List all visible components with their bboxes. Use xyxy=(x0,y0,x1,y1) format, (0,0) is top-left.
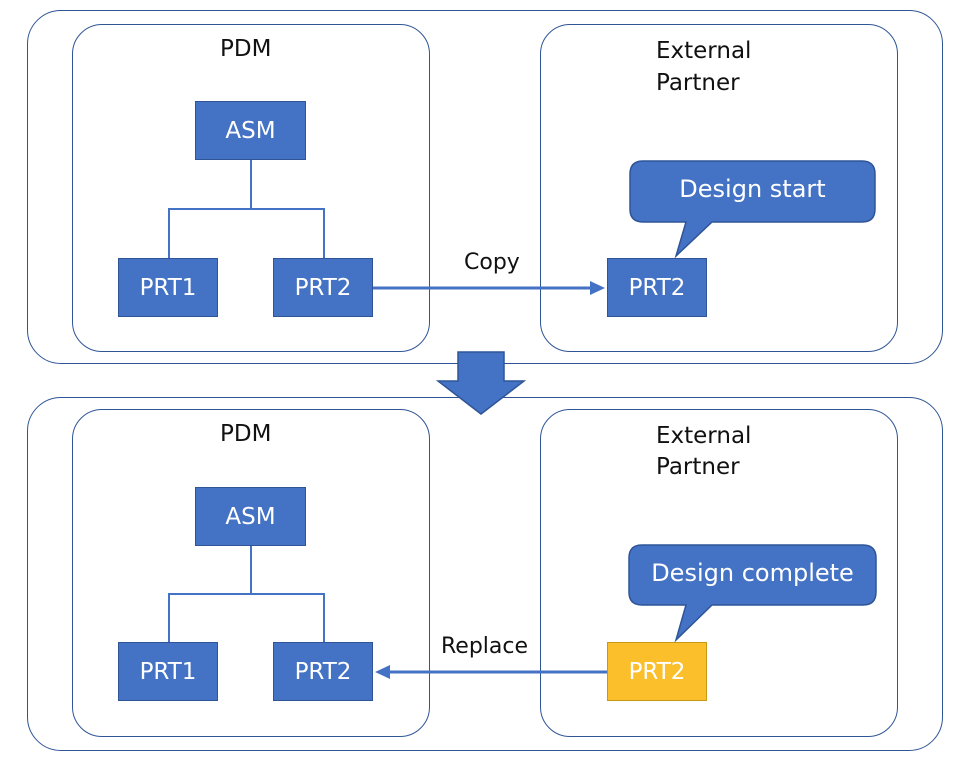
down-arrow-icon xyxy=(435,351,527,415)
tree-connector-after xyxy=(168,593,324,595)
asm-box-before: ASM xyxy=(195,101,306,160)
partner-panel-after xyxy=(540,409,898,737)
pdm-title-before: PDM xyxy=(220,36,272,62)
design-complete-callout xyxy=(628,544,877,643)
tree-connector-before xyxy=(168,208,170,260)
tree-connector-before xyxy=(168,208,324,210)
design-start-callout xyxy=(629,160,876,259)
design-complete-label: Design complete xyxy=(651,559,854,587)
pdm-title-after: PDM xyxy=(220,421,272,447)
partner-title-line1-before: External xyxy=(656,38,752,64)
tree-connector-after xyxy=(323,593,325,644)
partner-title-line1-after: External xyxy=(656,423,752,449)
replace-arrowhead xyxy=(375,665,390,679)
tree-connector-after xyxy=(168,593,170,644)
tree-connector-before xyxy=(323,208,325,260)
pdm-panel-after xyxy=(72,409,430,737)
tree-connector-after xyxy=(250,546,252,593)
tree-connector-before xyxy=(250,160,252,208)
partner-title-line2-before: Partner xyxy=(656,70,740,96)
prt2-box-after: PRT2 xyxy=(273,642,373,701)
partner-prt2-box-before: PRT2 xyxy=(607,258,707,317)
asm-box-after: ASM xyxy=(195,487,306,546)
copy-arrowhead xyxy=(590,281,605,295)
replace-label: Replace xyxy=(441,634,529,659)
prt2-box-before: PRT2 xyxy=(273,258,373,317)
prt1-box-before: PRT1 xyxy=(118,258,218,317)
partner-panel-before xyxy=(540,24,898,352)
pdm-panel-before xyxy=(72,24,430,352)
prt1-box-after: PRT1 xyxy=(118,642,218,701)
design-start-label: Design start xyxy=(679,175,826,203)
copy-label: Copy xyxy=(464,250,520,275)
partner-prt2-box-after: PRT2 xyxy=(607,642,707,701)
partner-title-line2-after: Partner xyxy=(656,454,740,480)
